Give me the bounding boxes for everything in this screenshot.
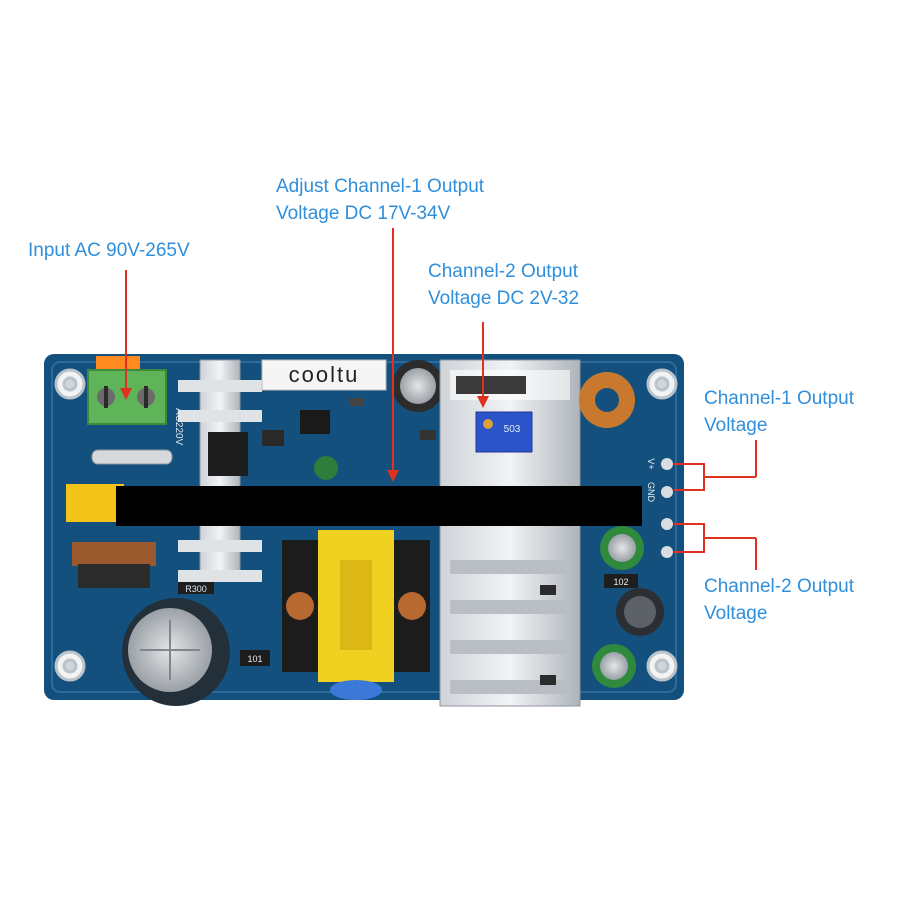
adjust-ch1-line1: Adjust Channel-1 Output [276, 176, 485, 197]
ch1-output-line1: Channel-1 Output [704, 388, 854, 409]
adjust-ch1-label: Adjust Channel-1 Output Voltage DC 17V-3… [276, 173, 484, 227]
toroid-inductor [579, 372, 635, 428]
trimmer-code: 503 [504, 424, 521, 435]
ch2-adjust-line1: Channel-2 Output [428, 261, 578, 282]
heatsink-icon [178, 359, 262, 582]
pin-gnd-1: GND [646, 482, 656, 503]
pin-v-plus: V+ [646, 458, 656, 469]
ch2-adjust-line2: Voltage DC 2V-32 [428, 288, 580, 309]
ch1-output-line2: Voltage [704, 415, 768, 436]
brand-label: cooltu [289, 362, 360, 387]
ch2-adjust-label: Channel-2 Output Voltage DC 2V-32 [428, 258, 579, 312]
input-voltage-line1: Input AC 90V-265V [28, 240, 190, 261]
ch2-output-line2: Voltage [704, 603, 768, 624]
ch2-output-label: Channel-2 Output Voltage [704, 573, 854, 627]
brand-sticker [261, 359, 387, 391]
resistor-r300: R300 [185, 584, 207, 594]
adjust-ch1-line2: Voltage DC 17V-34V [276, 203, 451, 224]
inductor-code: 101 [247, 654, 262, 664]
output-pins: V+ GND [646, 458, 673, 558]
input-mark: AC220V [173, 408, 184, 446]
input-voltage-label: Input AC 90V-265V [28, 237, 190, 264]
output-capacitors: 102 [592, 526, 664, 688]
ch2-output-line1: Channel-2 Output [704, 576, 854, 597]
transformer-icon [282, 530, 430, 700]
annotation-arrows [120, 228, 757, 570]
mounting-holes [54, 368, 678, 682]
ch1-output-label: Channel-1 Output Voltage [704, 385, 854, 439]
x-capacitor [66, 484, 124, 522]
trimmer-potentiometer-icon: 503 [475, 411, 533, 453]
choke [72, 542, 156, 588]
redaction-bar [116, 486, 642, 526]
electrolytic-capacitor-icon [392, 360, 444, 412]
bulk-capacitor [122, 598, 230, 706]
cap-code: 102 [613, 577, 628, 587]
